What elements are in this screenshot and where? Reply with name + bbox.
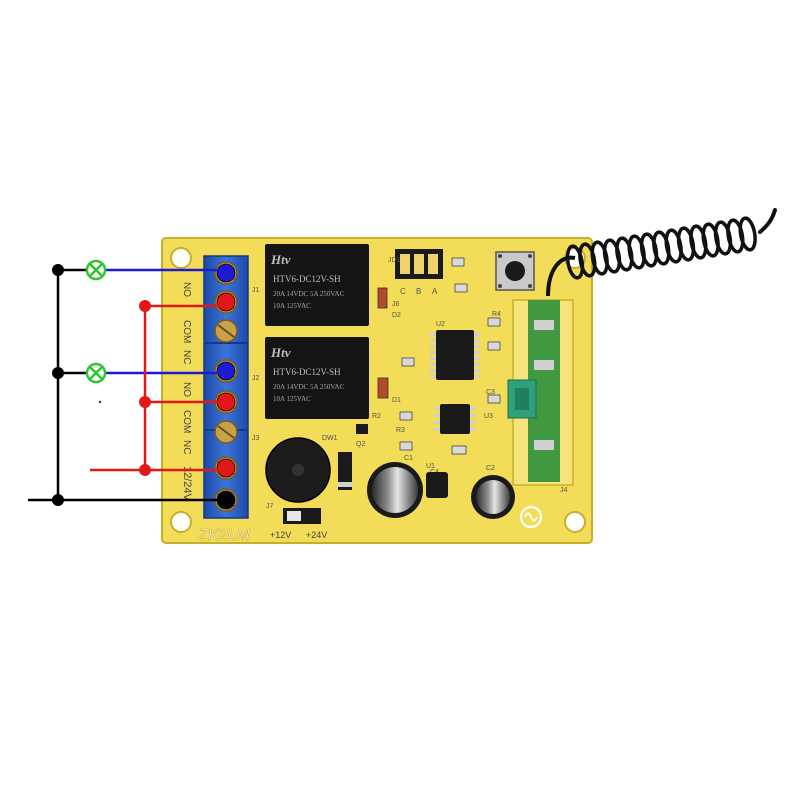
power-input-label: 12/24V <box>181 466 193 502</box>
capacitor-c1: C1 <box>367 455 423 518</box>
coil-antenna-icon <box>546 208 777 297</box>
terminal-label: COM <box>181 320 192 343</box>
terminal-screw[interactable] <box>214 290 238 314</box>
junction-dot <box>52 494 64 506</box>
rf-receiver-module: J4 <box>507 299 574 494</box>
manufacturer-logo-icon <box>519 505 543 529</box>
junction-dot <box>139 464 151 476</box>
terminal-id-label: J3 <box>252 435 260 442</box>
relay-rating: 20A 14VDC 5A 250VAC <box>273 290 345 298</box>
terminal-screw[interactable] <box>214 420 238 444</box>
svg-text:R3: R3 <box>396 427 405 434</box>
terminal-id-label: J2 <box>252 375 260 382</box>
terminal-id-label: J1 <box>252 287 260 294</box>
junction-dot <box>52 264 64 276</box>
smd-components: J6 D2 R4 D1 R3 R2 Q2 C4 C3 <box>356 257 501 476</box>
svg-text:C3: C3 <box>486 389 495 396</box>
lamp-icon <box>85 362 107 384</box>
svg-text:R2: R2 <box>372 413 381 420</box>
junction-dot <box>139 300 151 312</box>
diode-component <box>338 452 352 490</box>
jumper-header: JD1 C B A <box>388 249 443 296</box>
pin-c-label: C <box>400 287 406 296</box>
mounting-hole <box>170 511 192 533</box>
relay-rating: 10A 125VAC <box>273 302 311 310</box>
voltage-jumper[interactable]: J7 +12V +24V <box>266 503 327 540</box>
terminal-screw[interactable] <box>214 456 238 480</box>
transistor-u1: U1 <box>426 463 448 498</box>
junction-dot <box>139 396 151 408</box>
terminal-label: COM <box>181 410 192 433</box>
junction-dot <box>52 367 64 379</box>
capacitor-c2: C2 <box>471 465 515 519</box>
svg-text:D2: D2 <box>392 312 401 319</box>
terminal-label: NO <box>181 282 192 297</box>
ic-u2: U2 <box>430 321 480 380</box>
svg-text:C2: C2 <box>486 465 495 472</box>
svg-text:J6: J6 <box>392 301 400 308</box>
relay-rating: 10A 125VAC <box>273 395 311 403</box>
pin-b-label: B <box>416 287 421 296</box>
svg-text:J4: J4 <box>560 487 568 494</box>
ic-u3: U3 <box>434 404 493 434</box>
svg-text:J7: J7 <box>266 503 274 510</box>
dot-mark <box>98 400 102 404</box>
svg-text:C1: C1 <box>404 455 413 462</box>
terminal-label: NO <box>181 382 192 397</box>
terminal-label: NC <box>181 350 192 364</box>
terminal-label: NC <box>181 440 192 454</box>
relay-brand: Htv <box>270 252 291 267</box>
svg-text:U3: U3 <box>484 413 493 420</box>
svg-text:DW1: DW1 <box>322 435 338 442</box>
pin-a-label: A <box>432 287 438 296</box>
wiring <box>28 259 226 506</box>
svg-text:Q2: Q2 <box>356 441 365 448</box>
lamp-icon <box>85 259 107 281</box>
relay-model: HTV6-DC12V-SH <box>273 367 341 377</box>
relay-model: HTV6-DC12V-SH <box>273 274 341 284</box>
terminal-screw[interactable] <box>214 319 238 343</box>
terminal-screw[interactable] <box>214 359 238 383</box>
relay-rating: 20A 14VDC 5A 250VAC <box>273 383 345 391</box>
jumper-12v-label: +12V <box>270 530 291 540</box>
svg-text:U2: U2 <box>436 321 445 328</box>
buzzer: DW1 <box>265 435 338 503</box>
relay-brand: Htv <box>270 345 291 360</box>
svg-text:U1: U1 <box>426 463 435 470</box>
jd1-label: JD1 <box>388 257 401 264</box>
terminal-screw[interactable] <box>214 261 238 285</box>
svg-text:D1: D1 <box>392 397 401 404</box>
svg-text:R4: R4 <box>492 311 501 318</box>
model-label: ZK2LM <box>197 527 250 544</box>
jumper-24v-label: +24V <box>306 530 327 540</box>
mounting-hole <box>170 247 192 269</box>
mounting-hole <box>564 511 586 533</box>
push-button-icon[interactable] <box>495 251 535 291</box>
